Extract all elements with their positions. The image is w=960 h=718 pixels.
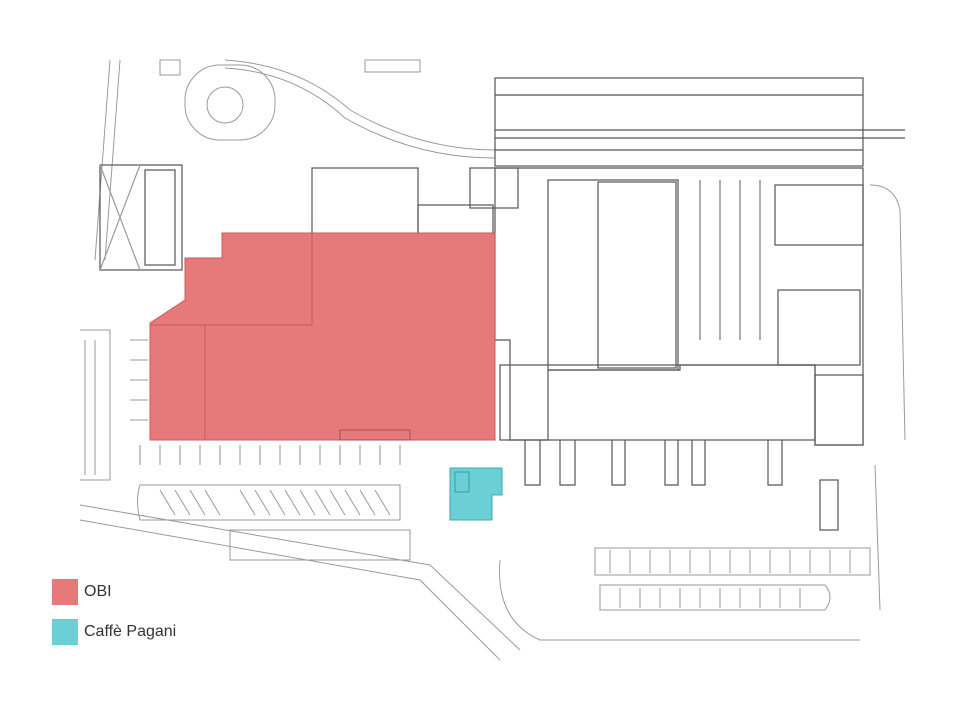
caffe-pagani-area [449, 467, 503, 521]
legend-swatch-caffe-pagani [52, 619, 78, 645]
legend-label-obi: OBI [84, 583, 112, 600]
roads-and-parking [79, 59, 906, 661]
legend-swatch-obi [52, 579, 78, 605]
legend-label-caffe-pagani: Caffè Pagani [84, 623, 177, 640]
legend-item-obi: OBI [52, 578, 176, 606]
obi-area [149, 232, 496, 441]
parking-lines [130, 339, 401, 465]
buildings-outline [99, 77, 905, 531]
legend: OBI Caffè Pagani [52, 578, 176, 658]
legend-item-caffe-pagani: Caffè Pagani [52, 618, 176, 646]
